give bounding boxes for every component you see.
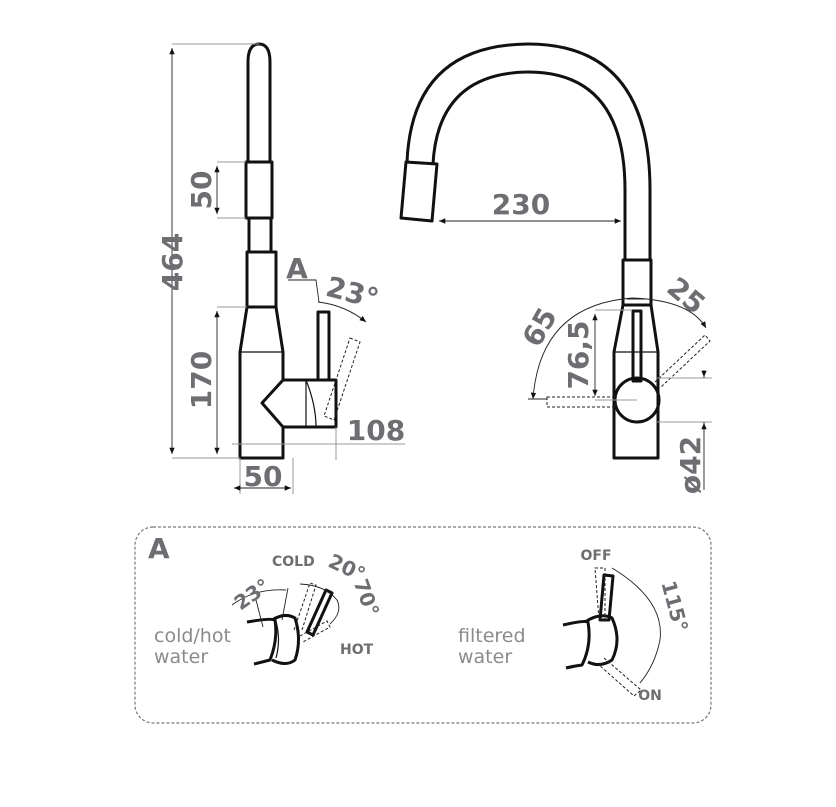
side-view: 464 50 170 108 50 A 23° bbox=[156, 42, 405, 494]
front-view: 230 76,5 65 25 ø42 bbox=[399, 42, 712, 494]
dim-spout-reach: 230 bbox=[492, 188, 550, 221]
side-body bbox=[238, 306, 338, 460]
cold-hot-label-2: water bbox=[154, 646, 208, 668]
dim-sleeve-length: 50 bbox=[185, 171, 218, 210]
filtered-label-2: water bbox=[458, 646, 512, 668]
front-lever bbox=[631, 309, 643, 383]
side-lever bbox=[316, 310, 331, 382]
side-sleeve bbox=[244, 160, 274, 220]
cold-hot-label-1: cold/hot bbox=[154, 625, 231, 647]
front-neck bbox=[621, 258, 653, 307]
dim-swing-left: 65 bbox=[516, 302, 564, 352]
side-neck bbox=[245, 250, 278, 309]
angle-23: 23° bbox=[230, 574, 275, 615]
filtered-lever bbox=[598, 573, 615, 622]
on-label: ON bbox=[638, 688, 662, 704]
angle-115: 115° bbox=[656, 578, 693, 634]
dim-base-width: 50 bbox=[244, 460, 283, 493]
lever-angle: 23° bbox=[323, 270, 383, 316]
hot-label: HOT bbox=[340, 642, 374, 658]
front-spout-arc bbox=[405, 42, 652, 260]
cold-label: COLD bbox=[272, 554, 315, 570]
detail-title: A bbox=[148, 532, 170, 565]
off-label: OFF bbox=[580, 548, 611, 564]
front-nozzle bbox=[399, 160, 439, 223]
side-hose bbox=[247, 218, 273, 252]
detail-a-panel: A cold/hot water COLD HOT 23° 20° 70° fi… bbox=[134, 526, 712, 724]
detail-marker: A bbox=[286, 252, 308, 285]
dim-swing-right: 25 bbox=[661, 271, 712, 321]
dim-total-height: 464 bbox=[156, 233, 189, 291]
side-spout-tube bbox=[246, 42, 272, 162]
dim-handle-reach: 108 bbox=[347, 414, 405, 447]
side-handle-wedge bbox=[260, 378, 285, 428]
filtered-label-1: filtered bbox=[458, 625, 526, 647]
dim-lever-height: 76,5 bbox=[562, 320, 595, 389]
cold-hot-lever bbox=[305, 588, 334, 637]
dim-diameter: ø42 bbox=[674, 436, 707, 494]
angle-70: 70° bbox=[349, 576, 384, 620]
dim-body-height: 170 bbox=[185, 351, 218, 409]
